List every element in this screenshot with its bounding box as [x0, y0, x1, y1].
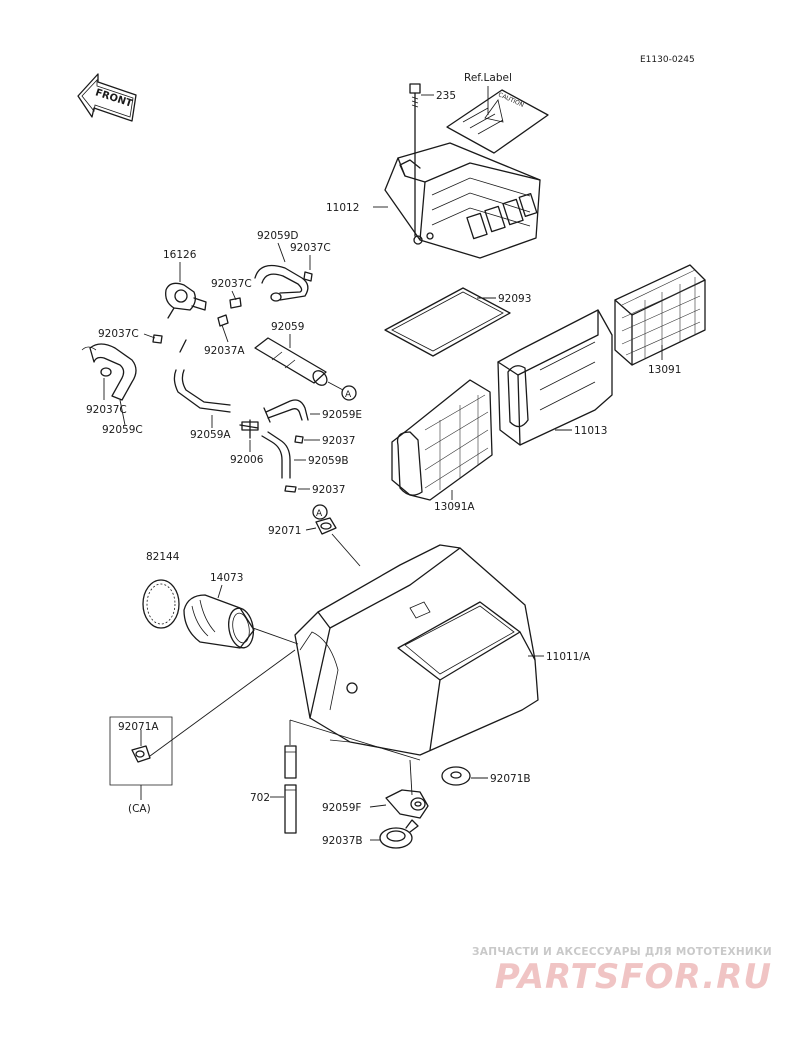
clamp-92037B [379, 819, 419, 849]
label-235: 235 [436, 90, 456, 102]
label-92059: 92059 [271, 321, 304, 333]
o-ring-82144 [142, 579, 180, 629]
label-92037B: 92037B [322, 835, 363, 847]
air-cleaner-cover-11012 [384, 142, 541, 259]
ref-label-plate: CAUTION [446, 89, 549, 154]
diagram-code: E1130-0245 [640, 55, 695, 65]
callout-a-top [341, 385, 357, 401]
label-ref-label: Ref.Label [464, 72, 512, 84]
label-11012: 11012 [326, 202, 359, 214]
grommet-92071 [315, 517, 337, 535]
label-92059A: 92059A [190, 429, 231, 441]
ca-variant-box [109, 649, 296, 786]
intake-duct-14073 [183, 594, 255, 649]
filter-element-11013 [497, 309, 613, 446]
label-13091A: 13091A [434, 501, 475, 513]
hose-92059B [261, 431, 291, 479]
label-92093: 92093 [498, 293, 531, 305]
drain-plug-702 [284, 745, 297, 834]
filter-cage-13091 [614, 264, 706, 366]
callout-a-bottom [312, 504, 328, 520]
air-cleaner-housing-11011A [294, 544, 539, 756]
watermark-caption: ЗАПЧАСТИ И АКСЕССУАРЫ ДЛЯ МОТОТЕХНИКИ [472, 946, 772, 958]
hose-92059E [263, 399, 309, 423]
label-92037C-mid: 92037C [211, 278, 252, 290]
valve-16126 [165, 282, 207, 319]
grommet-92071B [441, 766, 471, 786]
label-92059F: 92059F [322, 802, 361, 814]
label-92037-b: 92037 [312, 484, 345, 496]
clamp-92037C-mid [229, 297, 242, 309]
hose-92059C [81, 343, 137, 401]
front-arrow-icon: FRONT [77, 73, 137, 122]
watermark: ЗАПЧАСТИ И АКСЕССУАРЫ ДЛЯ МОТОТЕХНИКИ PA… [472, 946, 772, 996]
callout-a-bottom-letter: A [316, 509, 323, 519]
hose-92059D [254, 264, 313, 302]
label-92059C: 92059C [102, 424, 143, 436]
label-92037C-left: 92037C [98, 328, 139, 340]
label-ca: (CA) [128, 803, 151, 815]
label-13091: 13091 [648, 364, 681, 376]
label-92037-a: 92037 [322, 435, 355, 447]
hose-92059F [385, 789, 429, 819]
label-11013: 11013 [574, 425, 607, 437]
label-11011A: 11011/A [546, 651, 591, 663]
label-92059B: 92059B [308, 455, 349, 467]
label-16126: 16126 [163, 249, 197, 261]
label-82144: 82144 [146, 551, 180, 563]
ref-label-caution: CAUTION [497, 91, 525, 109]
label-92037A: 92037A [204, 345, 245, 357]
label-92037C-low: 92037C [86, 404, 127, 416]
label-92071A: 92071A [118, 721, 159, 733]
label-92037C-top: 92037C [290, 242, 331, 254]
hose-92059A [173, 339, 231, 413]
bolt-235 [409, 83, 421, 237]
label-92059D: 92059D [257, 230, 299, 242]
joint-92006 [239, 419, 259, 439]
label-92006: 92006 [230, 454, 264, 466]
filter-cage-13091A [391, 379, 493, 501]
gasket-92093 [384, 287, 511, 357]
watermark-logo: PARTSFOR.RU [494, 957, 772, 997]
label-702: 702 [250, 792, 270, 804]
hose-92059 [254, 337, 328, 386]
label-92071: 92071 [268, 525, 301, 537]
callout-a-top-letter: A [345, 390, 352, 400]
clamp-92037A [217, 314, 229, 327]
label-14073: 14073 [210, 572, 243, 584]
label-92059E: 92059E [322, 409, 362, 421]
label-92071B: 92071B [490, 773, 531, 785]
